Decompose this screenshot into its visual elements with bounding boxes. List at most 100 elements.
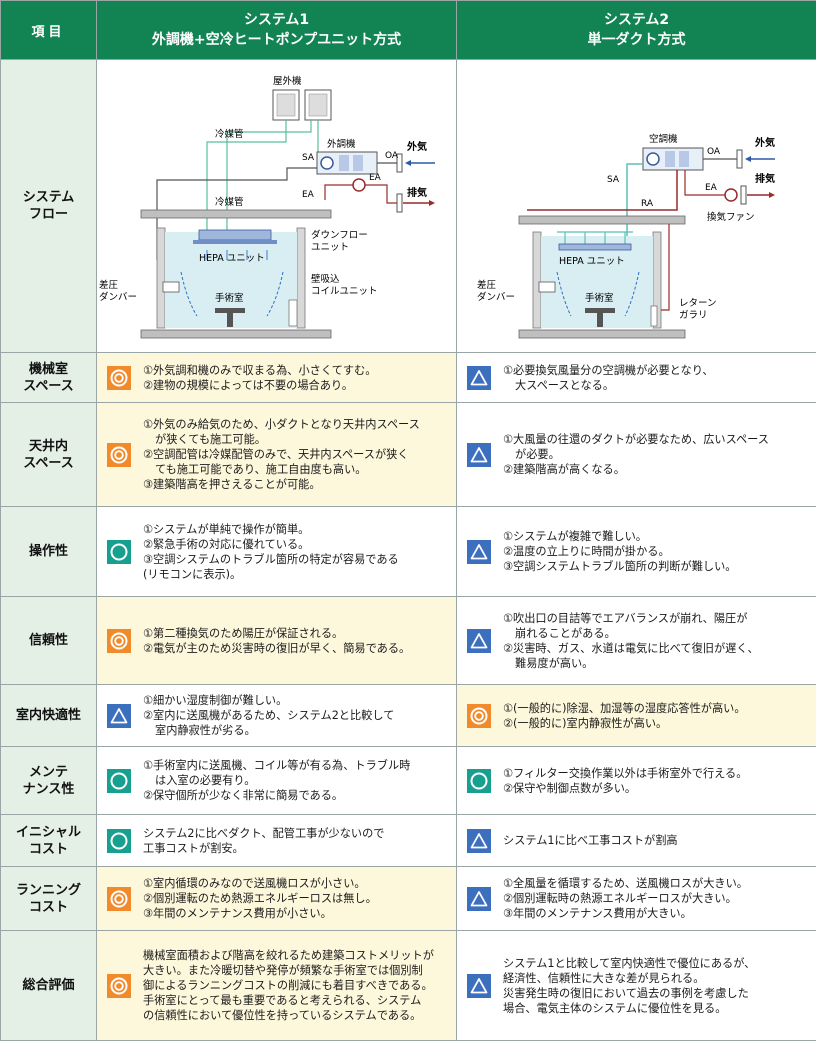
air-handling-unit-icon — [642, 147, 704, 171]
evaluation-line: システム1と比較して室内快適性で優位にあるが、 — [503, 956, 756, 970]
evaluation-line: ②緊急手術の対応に優れている。 — [143, 537, 310, 551]
outside-air-label: 外気 — [754, 136, 775, 149]
evaluation-line: ①(一般的に)除湿、加湿等の湿度応答性が高い。 — [503, 701, 746, 715]
evaluation-line: の信頼性において優位性を持っているシステムである。 — [143, 1009, 422, 1022]
hepa-label: HEPA ユニット — [559, 256, 625, 267]
row-label-line: コスト — [28, 899, 68, 915]
evaluation-line: 御によるランニングコストの削減にも着目すべきである。 — [143, 979, 433, 992]
evaluation-line: ③空調システムトラブル箇所の判断が難しい。 — [503, 560, 737, 573]
downflow-label-line1: ダウンフロー — [311, 229, 368, 241]
evaluation-line: ③空調システムのトラブル箇所の特定が容易である — [143, 552, 399, 566]
diff-damper-label-line1: 差圧 — [99, 279, 119, 291]
evaluation-line: 大きい。また冷暖切替や発停が頻繁な手術室では個別制 — [143, 964, 423, 977]
triangle-icon — [467, 628, 491, 653]
evaluation-line: ③建築階高を押さえることが可能。 — [143, 478, 321, 491]
evaluation-row: ランニングコスト ①室内循環のみなので送風機ロスが小さい。②個別運転のため熱源エネ… — [0, 866, 816, 931]
double-circle-icon — [107, 442, 131, 467]
evaluation-line: ①室内循環のみなので送風機ロスが小さい。 — [143, 877, 366, 890]
triangle-icon — [467, 973, 491, 998]
row-label: 操作性 — [0, 506, 97, 597]
row-label: 室内快適性 — [0, 684, 97, 747]
triangle-icon — [467, 539, 491, 564]
row-label-line: スペース — [23, 378, 74, 394]
evaluation-text: ①フィルター交換作業以外は手術室外で行える。②保守や制御点数が多い。 — [503, 766, 747, 796]
evaluation-line: (リモコンに表示)。 — [143, 567, 242, 581]
evaluation-line: ①全風量を循環するため、送風機ロスが大きい。 — [503, 877, 748, 890]
evaluation-line: システム2に比べダクト、配管工事が少ないので — [143, 826, 385, 840]
evaluation-line: ②室内に送風機があるため、システム2と比較して — [143, 709, 395, 722]
evaluation-line: ①システムが単純で操作が簡単。 — [143, 522, 310, 536]
evaluation-text: ①第二種換気のため陽圧が保証される。②電気が主のため災害時の復旧が早く、簡易であ… — [143, 626, 410, 656]
row-label-line: イニシャル — [15, 824, 81, 840]
row-label-line: ナンス性 — [22, 781, 75, 797]
header-system1-subtitle: 外調機+空冷ヒートポンプユニット方式 — [151, 32, 402, 48]
evaluation-line: ②保守個所が少なく非常に簡易である。 — [143, 789, 344, 802]
evaluation-line: 室内静寂性が劣る。 — [155, 724, 256, 737]
system1-evaluation: ①室内循環のみなので送風機ロスが小さい。②個別運転のため熱源エネルギーロスは無し… — [96, 866, 457, 931]
system2-flow-diagram: 空調機 OA 外気 SA RA EA 排気 — [477, 133, 775, 339]
return-grille-label-line2: ガラリ — [679, 310, 708, 321]
flow-label: システム フロー — [0, 59, 97, 353]
system2-evaluation: ①システムが複雑で難しい。 ②温度の立上りに時間が掛かる。 ③空調システムトラブル箇… — [456, 506, 816, 597]
evaluation-text: 機械室面積および階高を絞れるため建築コストメリットが大きい。また冷暖切替や発停が… — [143, 948, 434, 1023]
evaluation-line: ①第二種換気のため陽圧が保証される。 — [143, 626, 344, 640]
system2-evaluation: ①必要換気風量分の空調機が必要となり、大スペースとなる。 — [456, 352, 816, 403]
circle-icon — [107, 539, 131, 564]
row-label: 総合評価 — [0, 930, 97, 1041]
or-room-label: 手術室 — [585, 292, 614, 304]
double-circle-icon — [107, 365, 131, 390]
evaluation-line: 難易度が高い。 — [515, 656, 594, 670]
evaluation-text: システム1と比較して室内快適性で優位にあるが、経済性、信頼性に大きな差が見られる… — [503, 956, 755, 1016]
exhaust-fan-label: 換気ファン — [707, 211, 755, 223]
hepa-label: HEPA ユニット — [199, 253, 265, 264]
row-label-line: メンテ — [28, 764, 68, 780]
flow-label-line2: フロー — [28, 207, 68, 222]
system1-evaluation: システム2に比べダクト、配管工事が少ないので工事コストが割安。 — [96, 814, 457, 867]
evaluation-text: ①大風量の往還のダクトが必要なため、広いスペースが必要。②建築階高が高くなる。 — [503, 432, 769, 477]
refrigerant-pipe-top-label: 冷媒管 — [215, 128, 244, 140]
evaluation-text: ①吹出口の目詰等でエアバランスが崩れ、陽圧が崩れることがある。②災害時、ガス、水… — [503, 611, 759, 671]
flow-row: システム フロー 屋外機 冷媒管 冷媒管 — [0, 59, 816, 353]
system1-flow-diagram: 屋外機 冷媒管 冷媒管 外調機 — [99, 75, 435, 339]
diff-damper-label-line2: ダンバー — [99, 291, 137, 303]
evaluation-line: ②空調配管は冷媒配管のみで、天井内スペースが狭く — [143, 448, 409, 461]
evaluation-line: ①大風量の往還のダクトが必要なため、広いスペース — [503, 433, 769, 446]
ea-label-fan: EA — [369, 173, 382, 183]
evaluation-text: システム2に比べダクト、配管工事が少ないので工事コストが割安。 — [143, 826, 385, 856]
evaluation-line: ①外気のみ給気のため、小ダクトとなり天井内スペース — [143, 418, 420, 431]
or-room-label: 手術室 — [215, 292, 244, 304]
evaluation-text: ①システムが複雑で難しい。 ②温度の立上りに時間が掛かる。 ③空調システムトラブル箇… — [503, 529, 736, 574]
header-system2: システム2 単一ダクト方式 — [456, 0, 816, 60]
refrigerant-pipe-bottom-label: 冷媒管 — [215, 196, 244, 208]
oa-label: OA — [385, 151, 399, 161]
row-label-line: 操作性 — [28, 544, 68, 559]
evaluation-line: ②温度の立上りに時間が掛かる。 — [503, 545, 670, 558]
evaluation-line: が狭くても施工可能。 — [155, 433, 266, 446]
evaluation-line: ③年間のメンテナンス費用が小さい。 — [143, 907, 332, 920]
system2-evaluation: システム1と比較して室内快適性で優位にあるが、経済性、信頼性に大きな差が見られる… — [456, 930, 816, 1041]
evaluation-line: が必要。 — [515, 448, 560, 461]
evaluation-text: ①(一般的に)除湿、加湿等の湿度応答性が高い。②(一般的に)室内静寂性が高い。 — [503, 701, 746, 731]
outside-air-label: 外気 — [406, 140, 427, 153]
system2-evaluation: ①吹出口の目詰等でエアバランスが崩れ、陽圧が崩れることがある。②災害時、ガス、水… — [456, 596, 816, 685]
diff-damper-label-line2: ダンバー — [477, 291, 515, 303]
wall-coil-label-line1: 壁吸込 — [311, 273, 340, 285]
evaluation-line: は入室の必要有り。 — [155, 774, 256, 787]
evaluation-row: 天井内スペース ①外気のみ給気のため、小ダクトとなり天井内スペースが狭くても施工可… — [0, 402, 816, 507]
row-label-line: コスト — [28, 841, 68, 857]
evaluation-line: ①システムが複雑で難しい。 — [503, 530, 647, 543]
evaluation-text: ①全風量を循環するため、送風機ロスが大きい。②個別運転時の熱源エネルギーロスが大… — [503, 876, 748, 921]
row-label-line: 天井内 — [28, 438, 68, 454]
row-label-line: ランニング — [15, 882, 81, 898]
oa-label: OA — [707, 147, 721, 157]
evaluation-row: メンテナンス性 ①手術室内に送風機、コイル等が有る為、トラブル時は入室の必要有り。… — [0, 746, 816, 815]
outdoor-unit-icon — [272, 89, 332, 121]
row-label-line: スペース — [23, 455, 74, 471]
flow-diagram-system1: 屋外機 冷媒管 冷媒管 外調機 — [96, 59, 457, 353]
outside-air-unit-label: 外調機 — [327, 138, 356, 150]
system1-evaluation: ①手術室内に送風機、コイル等が有る為、トラブル時は入室の必要有り。②保守個所が少… — [96, 746, 457, 815]
